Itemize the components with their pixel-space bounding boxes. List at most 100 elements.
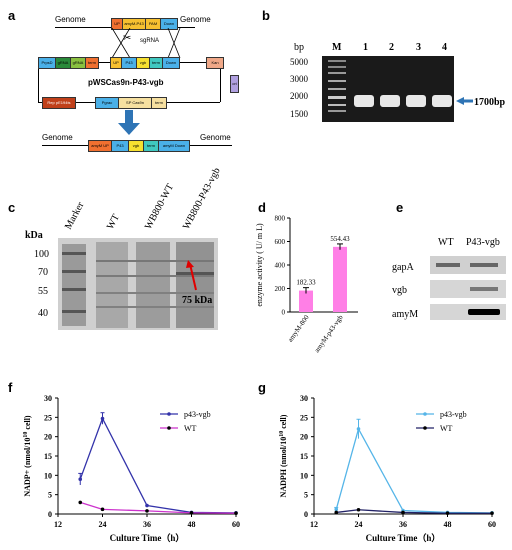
panel-c-letter: c: [8, 200, 16, 215]
x-axis-label: Culture Time（h）: [366, 533, 441, 543]
lane-label-marker: Marker: [63, 200, 87, 232]
kda-40: 40: [38, 308, 48, 319]
marker-lane: [62, 244, 86, 326]
red-arrow-icon: [189, 263, 197, 291]
panel-a-letter: a: [8, 8, 16, 23]
x-tick-label: 12: [310, 520, 318, 529]
lower-box-rep: Rep pE194ts: [42, 97, 76, 109]
lower-box-pgrac: Pgrac: [95, 97, 119, 109]
blot-col-wt: WT: [438, 237, 454, 248]
bp-label: bp: [294, 42, 304, 53]
x-tick-label: 24: [99, 520, 107, 529]
panel-b-letter: b: [262, 8, 270, 23]
x-tick-label: 60: [232, 520, 240, 529]
x-axis-label: Culture Time（h）: [110, 533, 185, 543]
lane-label-wb800-wt: WB800-WT: [143, 182, 176, 231]
plasmid-box-down: Down: [162, 57, 180, 69]
result-box-amym-down: amyM Down: [158, 140, 190, 152]
result-box-amym-up: amyM UP: [88, 140, 112, 152]
sample-band-4: [432, 95, 452, 107]
data-point: [189, 511, 194, 515]
result-box-p43: P43: [111, 140, 129, 152]
data-point: [445, 511, 450, 516]
band-arrow-icon: [456, 97, 464, 105]
lane-label-3: 3: [416, 42, 421, 53]
y-tick-label: 10: [44, 471, 52, 480]
sample-band-1: [354, 95, 374, 107]
result-box-term: term: [143, 140, 159, 152]
y-tick-label: 30: [44, 394, 52, 403]
y-tick-label: 0: [48, 510, 52, 519]
panel-a-diagram: Genome Genome UP amyM-P43 PAM Down ✂ sgR…: [0, 0, 256, 160]
panel-g-letter: g: [258, 380, 266, 395]
lane-label-1: 1: [363, 42, 368, 53]
panel-f-letter: f: [8, 380, 13, 395]
y-tick-label: 0: [304, 510, 308, 519]
bar-amyM-800: [299, 290, 313, 312]
down-arrow-icon: [118, 110, 140, 135]
y-tick-label: 15: [44, 452, 52, 461]
data-point: [145, 509, 149, 513]
lane-label-wt: WT: [105, 213, 122, 232]
panel-d-letter: d: [258, 200, 266, 215]
y-tick-label: 30: [300, 394, 308, 403]
y-tick-label: 10: [300, 471, 308, 480]
target-band: [176, 272, 214, 275]
y-tick-label: 25: [300, 413, 308, 422]
ladder-band: [328, 104, 346, 106]
blot-strip-vgb: [430, 280, 506, 298]
kda-band-label: 75 kDa: [182, 295, 212, 306]
x-tick-label: 24: [355, 520, 363, 529]
x-tick-label: amyM-p43-vgb: [313, 313, 345, 354]
ladder-band: [328, 66, 346, 68]
legend-marker: [423, 426, 427, 430]
plasmid-box-term1: term: [85, 57, 99, 69]
kda-100: 100: [34, 249, 49, 260]
legend-label: p43-vgb: [440, 410, 467, 419]
result-genome-left-label: Genome: [42, 133, 73, 142]
panel-b-gel: bp M 1 2 3 4 5000 3000 2000 1500 1700bp: [290, 42, 506, 122]
plasmid-box-p43: P43: [121, 57, 137, 69]
lane-label-4: 4: [442, 42, 447, 53]
value-label: 554.43: [330, 235, 350, 243]
data-point: [356, 507, 361, 512]
x-tick-label: 60: [488, 520, 496, 529]
genome-right-label: Genome: [180, 15, 211, 24]
y-tick-label: 0: [282, 309, 286, 317]
plasmid-box-kan: Kan: [206, 57, 224, 69]
y-tick-label: 5: [304, 491, 308, 500]
crossover-lines: [111, 28, 181, 59]
legend-label: WT: [440, 424, 453, 433]
data-point: [490, 511, 494, 516]
data-point: [100, 416, 105, 421]
ladder-band: [328, 80, 346, 82]
y-axis-label: NADPH (nmol/1010 cell): [279, 414, 288, 497]
sample-band-2: [380, 95, 400, 107]
kda-label: kDa: [25, 230, 43, 241]
legend-marker: [167, 412, 171, 416]
data-point: [100, 507, 105, 512]
genome-left-label: Genome: [55, 15, 86, 24]
x-tick-label: amyM-800: [286, 313, 311, 343]
sample-band-3: [406, 95, 426, 107]
data-point: [234, 511, 238, 516]
y-tick-label: 400: [275, 262, 286, 270]
y-axis-label: enzyme activity ( U/ m L): [255, 223, 264, 307]
data-point: [145, 503, 149, 508]
plasmid-name: pWSCas9n-P43-vgb: [88, 78, 164, 87]
lower-box-term: term: [151, 97, 167, 109]
legend-marker: [167, 426, 171, 430]
lane-label-m: M: [332, 42, 342, 53]
plasmid-box-ori: ori: [230, 75, 239, 93]
blot-row-amym: amyM: [392, 309, 418, 320]
value-label: 182.33: [296, 279, 316, 287]
sgrna-label: sgRNA: [140, 38, 160, 44]
ladder-band: [328, 88, 346, 90]
lane-label-wb800-p43-vgb: WB800-P43-vgb: [181, 166, 223, 232]
ladder-band: [328, 60, 346, 62]
x-tick-label: 48: [188, 520, 196, 529]
top-box-amym: amyM-P43: [122, 18, 146, 30]
y-tick-label: 600: [275, 238, 286, 246]
